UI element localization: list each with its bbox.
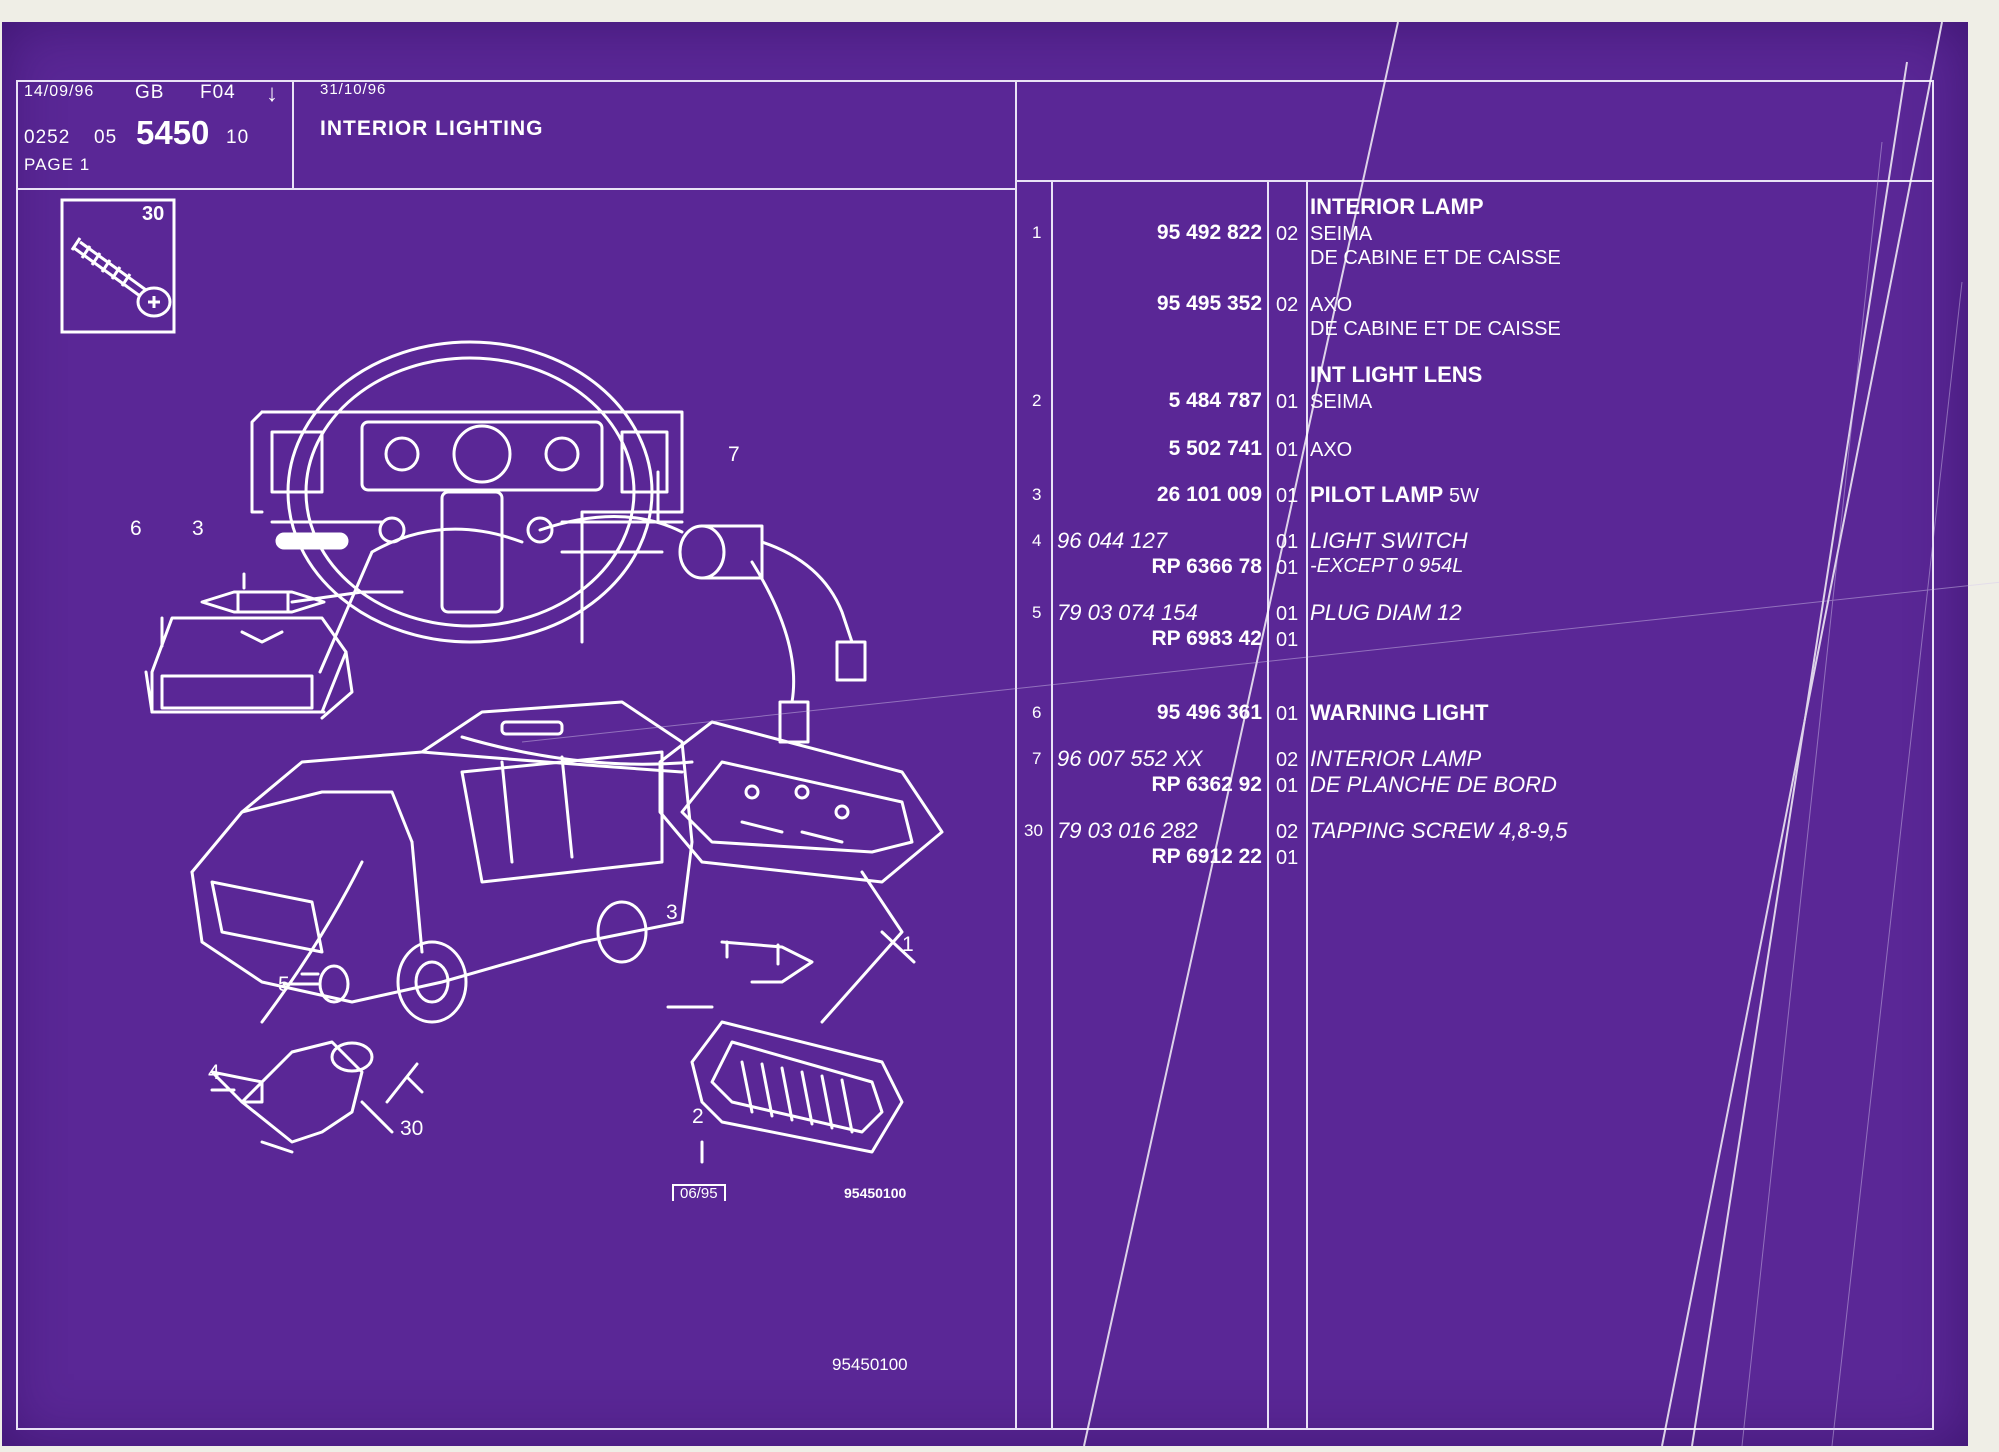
row-4-part: 96 044 127: [1057, 528, 1168, 553]
row-1b-qty: 02: [1276, 294, 1299, 316]
row-5-item: 5: [1032, 603, 1042, 622]
diagram-code: 95450100: [844, 1185, 907, 1201]
row-7-rp: RP 6362 92: [1151, 773, 1262, 796]
door-switch-illustration: [210, 860, 424, 1154]
callout-4: 4: [208, 1061, 220, 1084]
row-3-item: 3: [1032, 485, 1042, 504]
row-1b-desc-2: DE CABINE ET DE CAISSE: [1310, 318, 1561, 340]
row-30-item: 30: [1024, 821, 1043, 840]
row-2b-desc-1: AXO: [1310, 439, 1353, 461]
row-4-item: 4: [1032, 531, 1042, 550]
row-7-qty: 02: [1276, 749, 1299, 771]
row-6-desc-title: WARNING LIGHT: [1310, 700, 1489, 725]
row-30-rp: RP 6912 22: [1151, 845, 1262, 868]
row-30-part: 79 03 016 282: [1057, 818, 1198, 843]
callout-6: 7: [728, 443, 740, 466]
row-5-rp: RP 6983 42: [1151, 627, 1262, 650]
callout-30: 30: [400, 1117, 424, 1140]
header-ref-a: 0252: [24, 127, 71, 148]
callout-3-top: 3: [192, 517, 204, 540]
row-5-desc-title: PLUG DIAM 12: [1310, 600, 1462, 625]
row-30-qty: 02: [1276, 821, 1299, 843]
callout-7: 6: [130, 517, 142, 540]
row-1b-desc-1: AXO: [1310, 294, 1353, 316]
row-4-rp-text: -EXCEPT 0 954L: [1310, 555, 1464, 577]
row-5-part: 79 03 074 154: [1057, 600, 1198, 625]
page-title: INTERIOR LIGHTING: [320, 117, 544, 140]
header-bottom-right: [1015, 180, 1934, 182]
screw-icon: [70, 237, 172, 318]
warning-light-illustration: [538, 515, 867, 744]
row-2b-part: 5 502 741: [1168, 437, 1262, 460]
diagram-date-box: 06/95: [672, 1184, 726, 1201]
inset-screw-box: [60, 198, 176, 334]
header-page: PAGE 1: [24, 155, 91, 174]
row-5-qty: 01: [1276, 603, 1299, 625]
footer-code: 95450100: [832, 1355, 908, 1374]
row-3-desc-title: PILOT LAMP 5W: [1310, 482, 1479, 507]
row-5-rp-qty: 01: [1276, 629, 1299, 651]
table-col-qty: [1267, 180, 1269, 1430]
row-6-item: 6: [1032, 703, 1042, 722]
van-illustration: [190, 700, 694, 1024]
row-3-part: 26 101 009: [1156, 483, 1262, 506]
callout-2: 2: [692, 1105, 704, 1128]
row-3-desc-suffix: 5W: [1448, 485, 1479, 507]
row-7-rp-qty: 01: [1276, 775, 1299, 797]
header-ref-c: 10: [226, 127, 250, 148]
film-scratches: [521, 21, 1999, 1447]
row-7-item: 7: [1032, 749, 1042, 768]
parts-sheet: 14/09/96 GB F04 ↓ 0252 05 5450 10 PAGE 1…: [2, 21, 1999, 1447]
table-col-item: [1051, 180, 1053, 1430]
row-2-desc-2: SEIMA: [1310, 391, 1373, 413]
row-2-part: 5 484 787: [1168, 389, 1262, 412]
row-1-item: 1: [1032, 223, 1042, 242]
row-6-part: 95 496 361: [1156, 701, 1262, 724]
row-4-rp: RP 6366 78: [1151, 555, 1262, 578]
exploded-diagram: [144, 340, 944, 1164]
row-6-qty: 01: [1276, 703, 1299, 725]
row-7-rp-text: DE PLANCHE DE BORD: [1310, 772, 1557, 797]
row-2-desc-title: INT LIGHT LENS: [1310, 362, 1483, 387]
row-2b-qty: 01: [1276, 439, 1299, 461]
row-2-qty: 01: [1276, 391, 1299, 413]
outer-frame: [16, 80, 1934, 1430]
row-4-desc-title: LIGHT SWITCH: [1310, 528, 1468, 553]
callout-3-lower: 3: [666, 901, 678, 924]
dashboard-lamp-illustration: [144, 550, 374, 720]
callout-5: 5: [278, 973, 290, 996]
header-divider-left: [292, 80, 294, 188]
row-1-desc-3: DE CABINE ET DE CAISSE: [1310, 247, 1561, 269]
header-language: GB: [135, 82, 165, 103]
dashboard-illustration: [250, 340, 684, 644]
row-30-rp-qty: 01: [1276, 847, 1299, 869]
row-1-desc-title: INTERIOR LAMP: [1310, 194, 1484, 219]
table-col-desc: [1306, 180, 1308, 1430]
row-7-part: 96 007 552 XX: [1057, 746, 1203, 771]
row-2-item: 2: [1032, 391, 1042, 410]
row-1-desc-2: SEIMA: [1310, 223, 1373, 245]
callout-1: 1: [902, 933, 914, 956]
header-date-1: 14/09/96: [24, 83, 95, 100]
row-1-part: 95 492 822: [1156, 221, 1262, 244]
ceiling-lamp-illustration: [460, 720, 944, 1154]
row-1b-part: 95 495 352: [1156, 292, 1262, 315]
inset-label: 30: [142, 203, 165, 225]
header-date-2: 31/10/96: [320, 81, 387, 98]
row-7-desc-title: INTERIOR LAMP: [1310, 746, 1482, 771]
header-ref-main: 5450: [136, 114, 210, 151]
header-code: F04: [200, 82, 236, 103]
arrow-down-icon: ↓: [266, 80, 279, 107]
header-ref-b: 05: [94, 127, 118, 148]
row-1-qty: 02: [1276, 223, 1299, 245]
row-30-desc-title: TAPPING SCREW 4,8-9,5: [1310, 818, 1568, 843]
header-bottom-left: [16, 188, 1016, 190]
plug-illustration: [282, 964, 350, 1004]
panel-divider: [1015, 80, 1017, 1430]
row-4-rp-qty: 01: [1276, 557, 1299, 579]
row-3-desc-text: PILOT LAMP: [1310, 482, 1443, 507]
pilot-lamp-illustration: [200, 590, 326, 614]
